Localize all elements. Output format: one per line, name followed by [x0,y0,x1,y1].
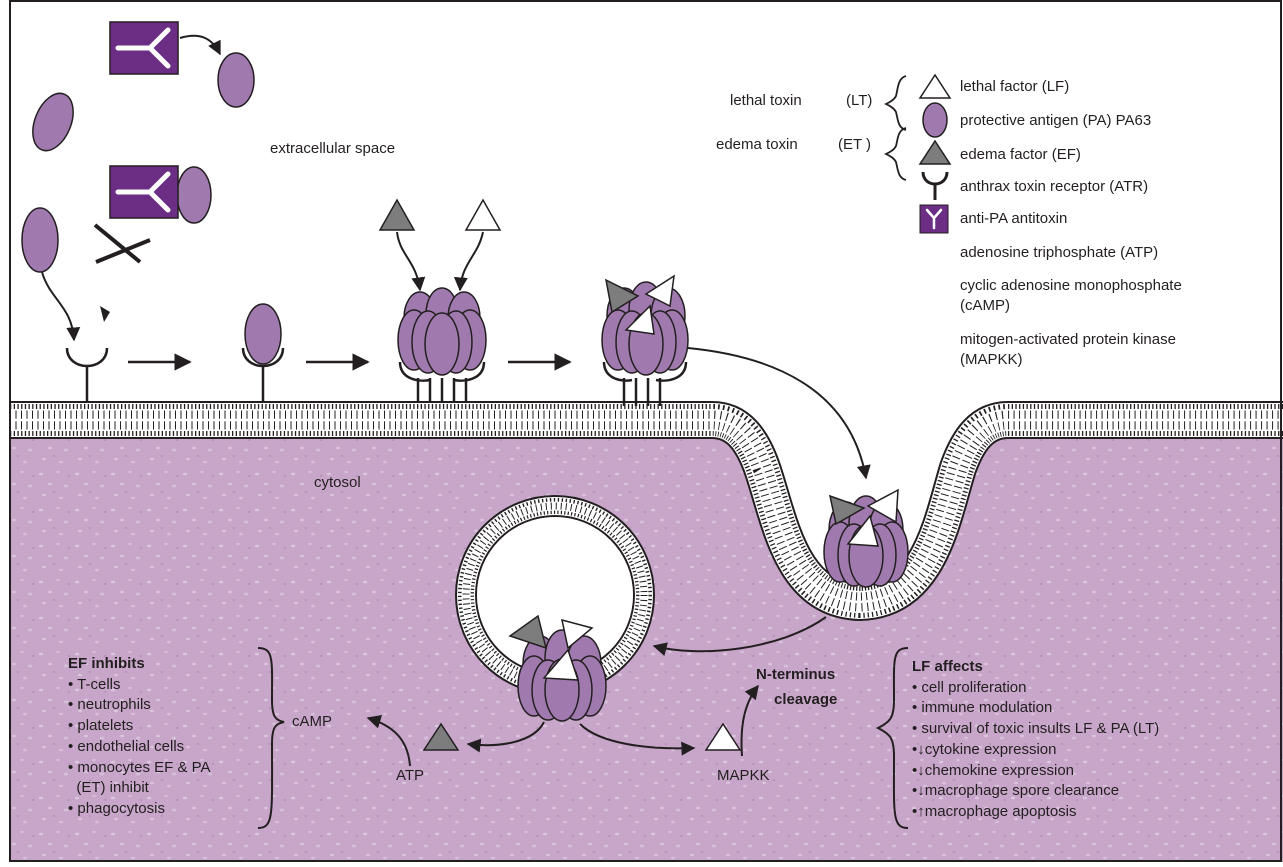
antitoxin-box [110,166,178,218]
list-item: • T-cells [68,675,211,696]
blocked-cross [95,225,150,262]
legend-camp-line2: (cAMP) [960,296,1010,316]
receptor-bound-pa [243,304,283,402]
lethal-toxin-abbr: (LT) [846,91,872,111]
legend-mapkk-line2: (MAPKK) [960,350,1023,370]
lethal-toxin-label: lethal toxin [730,91,802,111]
edema-toxin-label: edema toxin [716,135,798,155]
binding-arrow [180,36,220,54]
camp-label: cAMP [292,712,332,732]
pa-heptamer-invaginated [824,490,908,587]
pa-oval [218,53,254,107]
list-item: •↓macrophage spore clearance [912,781,1159,802]
legend-lethal-factor: lethal factor (LF) [960,77,1069,97]
list-item: • neutrophils [68,695,211,716]
list-item: • survival of toxic insults LF & PA (LT) [912,719,1159,740]
binding-arrow [42,272,74,340]
legend-mapkk-line1: mitogen-activated protein kinase [960,330,1176,350]
pa-oval [25,87,81,156]
ef-inhibits-list: EF inhibits • T-cells • neutrophils • pl… [68,654,211,820]
list-item: • monocytes EF & PA [68,758,211,779]
ef-inhibits-title: EF inhibits [68,654,211,675]
legend-atp: adenosine triphosphate (ATP) [960,243,1158,263]
cleavage-label: cleavage [774,690,837,710]
mapkk-label: MAPKK [717,766,770,786]
n-terminus-label: N-terminus [756,665,835,685]
list-item: • cell proliferation [912,678,1159,699]
pa-oval [22,208,58,272]
antitoxin-box [110,22,178,74]
atp-label: ATP [396,766,424,786]
arrowhead [100,306,110,322]
legend-icons [886,75,950,233]
legend-antitoxin: anti-PA antitoxin [960,209,1067,229]
pa-heptamer [380,200,500,402]
extracellular-space-label: extracellular space [270,139,395,159]
pa-heptamer-with-factors [602,276,688,406]
list-item: (ET) inhibit [68,778,211,799]
lf-affects-title: LF affects [912,657,1159,678]
legend-receptor: anthrax toxin receptor (ATR) [960,177,1148,197]
list-item: • platelets [68,716,211,737]
edema-toxin-abbr: (ET ) [838,135,871,155]
list-item: • immune modulation [912,698,1159,719]
list-item: • phagocytosis [68,799,211,820]
list-item: •↓chemokine expression [912,761,1159,782]
cytosol-label: cytosol [314,473,361,493]
legend-edema-factor: edema factor (EF) [960,145,1081,165]
legend-camp-line1: cyclic adenosine monophosphate [960,276,1182,296]
legend-protective-antigen: protective antigen (PA) PA63 [960,111,1151,131]
receptor [67,348,107,402]
pa-oval [177,167,211,223]
list-item: • endothelial cells [68,737,211,758]
list-item: •↑macrophage apoptosis [912,802,1159,823]
list-item: •↓cytokine expression [912,740,1159,761]
lf-affects-list: LF affects • cell proliferation • immune… [912,657,1159,823]
